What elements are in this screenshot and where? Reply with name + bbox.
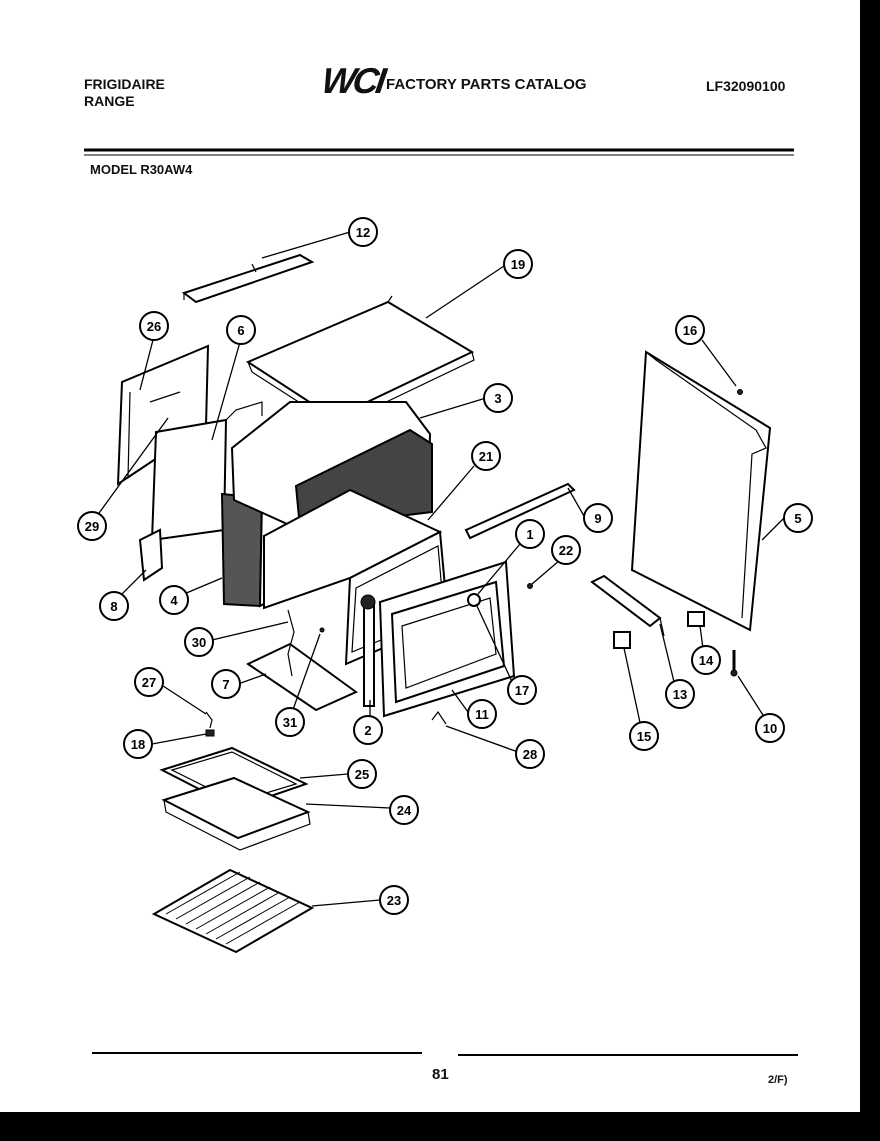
part-27-clip — [205, 711, 213, 729]
callout-24: 24 — [389, 795, 419, 825]
svg-text:25: 25 — [355, 767, 369, 782]
svg-text:16: 16 — [683, 323, 697, 338]
svg-text:28: 28 — [523, 747, 537, 762]
part-2-element — [360, 594, 376, 707]
callout-16: 16 — [675, 315, 705, 345]
callout-29: 29 — [77, 511, 107, 541]
part-16-screw — [737, 389, 743, 395]
model-number: MODEL R30AW4 — [90, 162, 193, 177]
part-13-bracket — [590, 574, 665, 637]
svg-text:2: 2 — [364, 723, 371, 738]
svg-text:27: 27 — [142, 675, 156, 690]
part-15-switch — [613, 631, 631, 649]
svg-text:3: 3 — [494, 391, 501, 406]
callout-numbers: 12 19 26 6 16 3 21 9 5 29 22 1 8 4 30 7 … — [77, 217, 813, 915]
part-18-clip — [205, 729, 215, 737]
brand-name: FRIGIDAIRE — [84, 76, 165, 92]
callout-4: 4 — [159, 585, 189, 615]
part-30-bracket — [287, 609, 295, 677]
svg-text:22: 22 — [559, 543, 573, 558]
svg-text:4: 4 — [170, 593, 178, 608]
svg-text:19: 19 — [511, 257, 525, 272]
callout-28: 28 — [515, 739, 545, 769]
callout-6: 6 — [226, 315, 256, 345]
part-28-clip — [431, 710, 447, 725]
part-12-trim — [181, 253, 315, 304]
callout-15: 15 — [629, 721, 659, 751]
callout-19: 19 — [503, 249, 533, 279]
callout-9: 9 — [583, 503, 613, 533]
svg-text:13: 13 — [673, 687, 687, 702]
callout-25: 25 — [347, 759, 377, 789]
product-type: RANGE — [84, 93, 135, 109]
part-10-screw — [730, 650, 738, 677]
callout-26: 26 — [139, 311, 169, 341]
brand-block: FRIGIDAIRE RANGE — [84, 76, 165, 110]
footer-rule — [92, 1052, 798, 1056]
part-23-oven-rack — [151, 868, 315, 954]
catalog-code: LF32090100 — [706, 78, 786, 94]
callout-13: 13 — [665, 679, 695, 709]
callout-1: 1 — [515, 519, 545, 549]
svg-text:30: 30 — [192, 635, 206, 650]
svg-text:12: 12 — [356, 225, 370, 240]
callout-17: 17 — [507, 675, 537, 705]
svg-text:6: 6 — [237, 323, 244, 338]
part-5-side-panel — [630, 350, 772, 632]
callout-23: 23 — [379, 885, 409, 915]
part-7-bottom-panel — [245, 642, 358, 712]
svg-text:7: 7 — [222, 677, 229, 692]
svg-text:18: 18 — [131, 737, 145, 752]
callout-5: 5 — [783, 503, 813, 533]
callout-14: 14 — [691, 645, 721, 675]
svg-text:9: 9 — [594, 511, 601, 526]
svg-text:11: 11 — [475, 707, 489, 722]
catalog-title: FACTORY PARTS CATALOG — [386, 76, 587, 93]
svg-text:26: 26 — [147, 319, 161, 334]
svg-text:21: 21 — [479, 449, 493, 464]
callout-3: 3 — [483, 383, 513, 413]
part-24-broil-pan — [161, 776, 311, 851]
svg-text:15: 15 — [637, 729, 651, 744]
callout-18: 18 — [123, 729, 153, 759]
exploded-parts-diagram: 12 19 26 6 16 3 21 9 5 29 22 1 8 4 30 7 … — [77, 148, 813, 1056]
callout-30: 30 — [184, 627, 214, 657]
revision-date: 2/F) — [768, 1074, 788, 1086]
svg-text:10: 10 — [763, 721, 777, 736]
svg-text:31: 31 — [283, 715, 297, 730]
part-22-screw — [527, 583, 533, 589]
part-8-bracket — [138, 528, 164, 582]
callout-27: 27 — [134, 667, 164, 697]
part-14-block — [687, 611, 705, 627]
callout-8: 8 — [99, 591, 129, 621]
svg-text:1: 1 — [526, 527, 533, 542]
callout-12: 12 — [348, 217, 378, 247]
part-31-screw — [319, 627, 325, 633]
callout-22: 22 — [551, 535, 581, 565]
page-number: 81 — [432, 1066, 449, 1083]
leader-lines — [93, 231, 785, 907]
catalog-page: FRIGIDAIRE RANGE WCI FACTORY PARTS CATAL… — [0, 0, 860, 1112]
svg-text:24: 24 — [397, 803, 412, 818]
svg-text:5: 5 — [794, 511, 801, 526]
callout-2: 2 — [353, 715, 383, 745]
callout-10: 10 — [755, 713, 785, 743]
callout-21: 21 — [471, 441, 501, 471]
svg-text:29: 29 — [85, 519, 99, 534]
callout-7: 7 — [211, 669, 241, 699]
callout-11: 11 — [467, 699, 497, 729]
svg-text:17: 17 — [515, 683, 529, 698]
svg-text:14: 14 — [699, 653, 714, 668]
header-rule — [84, 148, 794, 156]
svg-text:8: 8 — [110, 599, 117, 614]
svg-text:23: 23 — [387, 893, 401, 908]
callout-31: 31 — [275, 707, 305, 737]
part-9-strip — [464, 482, 576, 540]
part-17-seal — [467, 593, 481, 607]
